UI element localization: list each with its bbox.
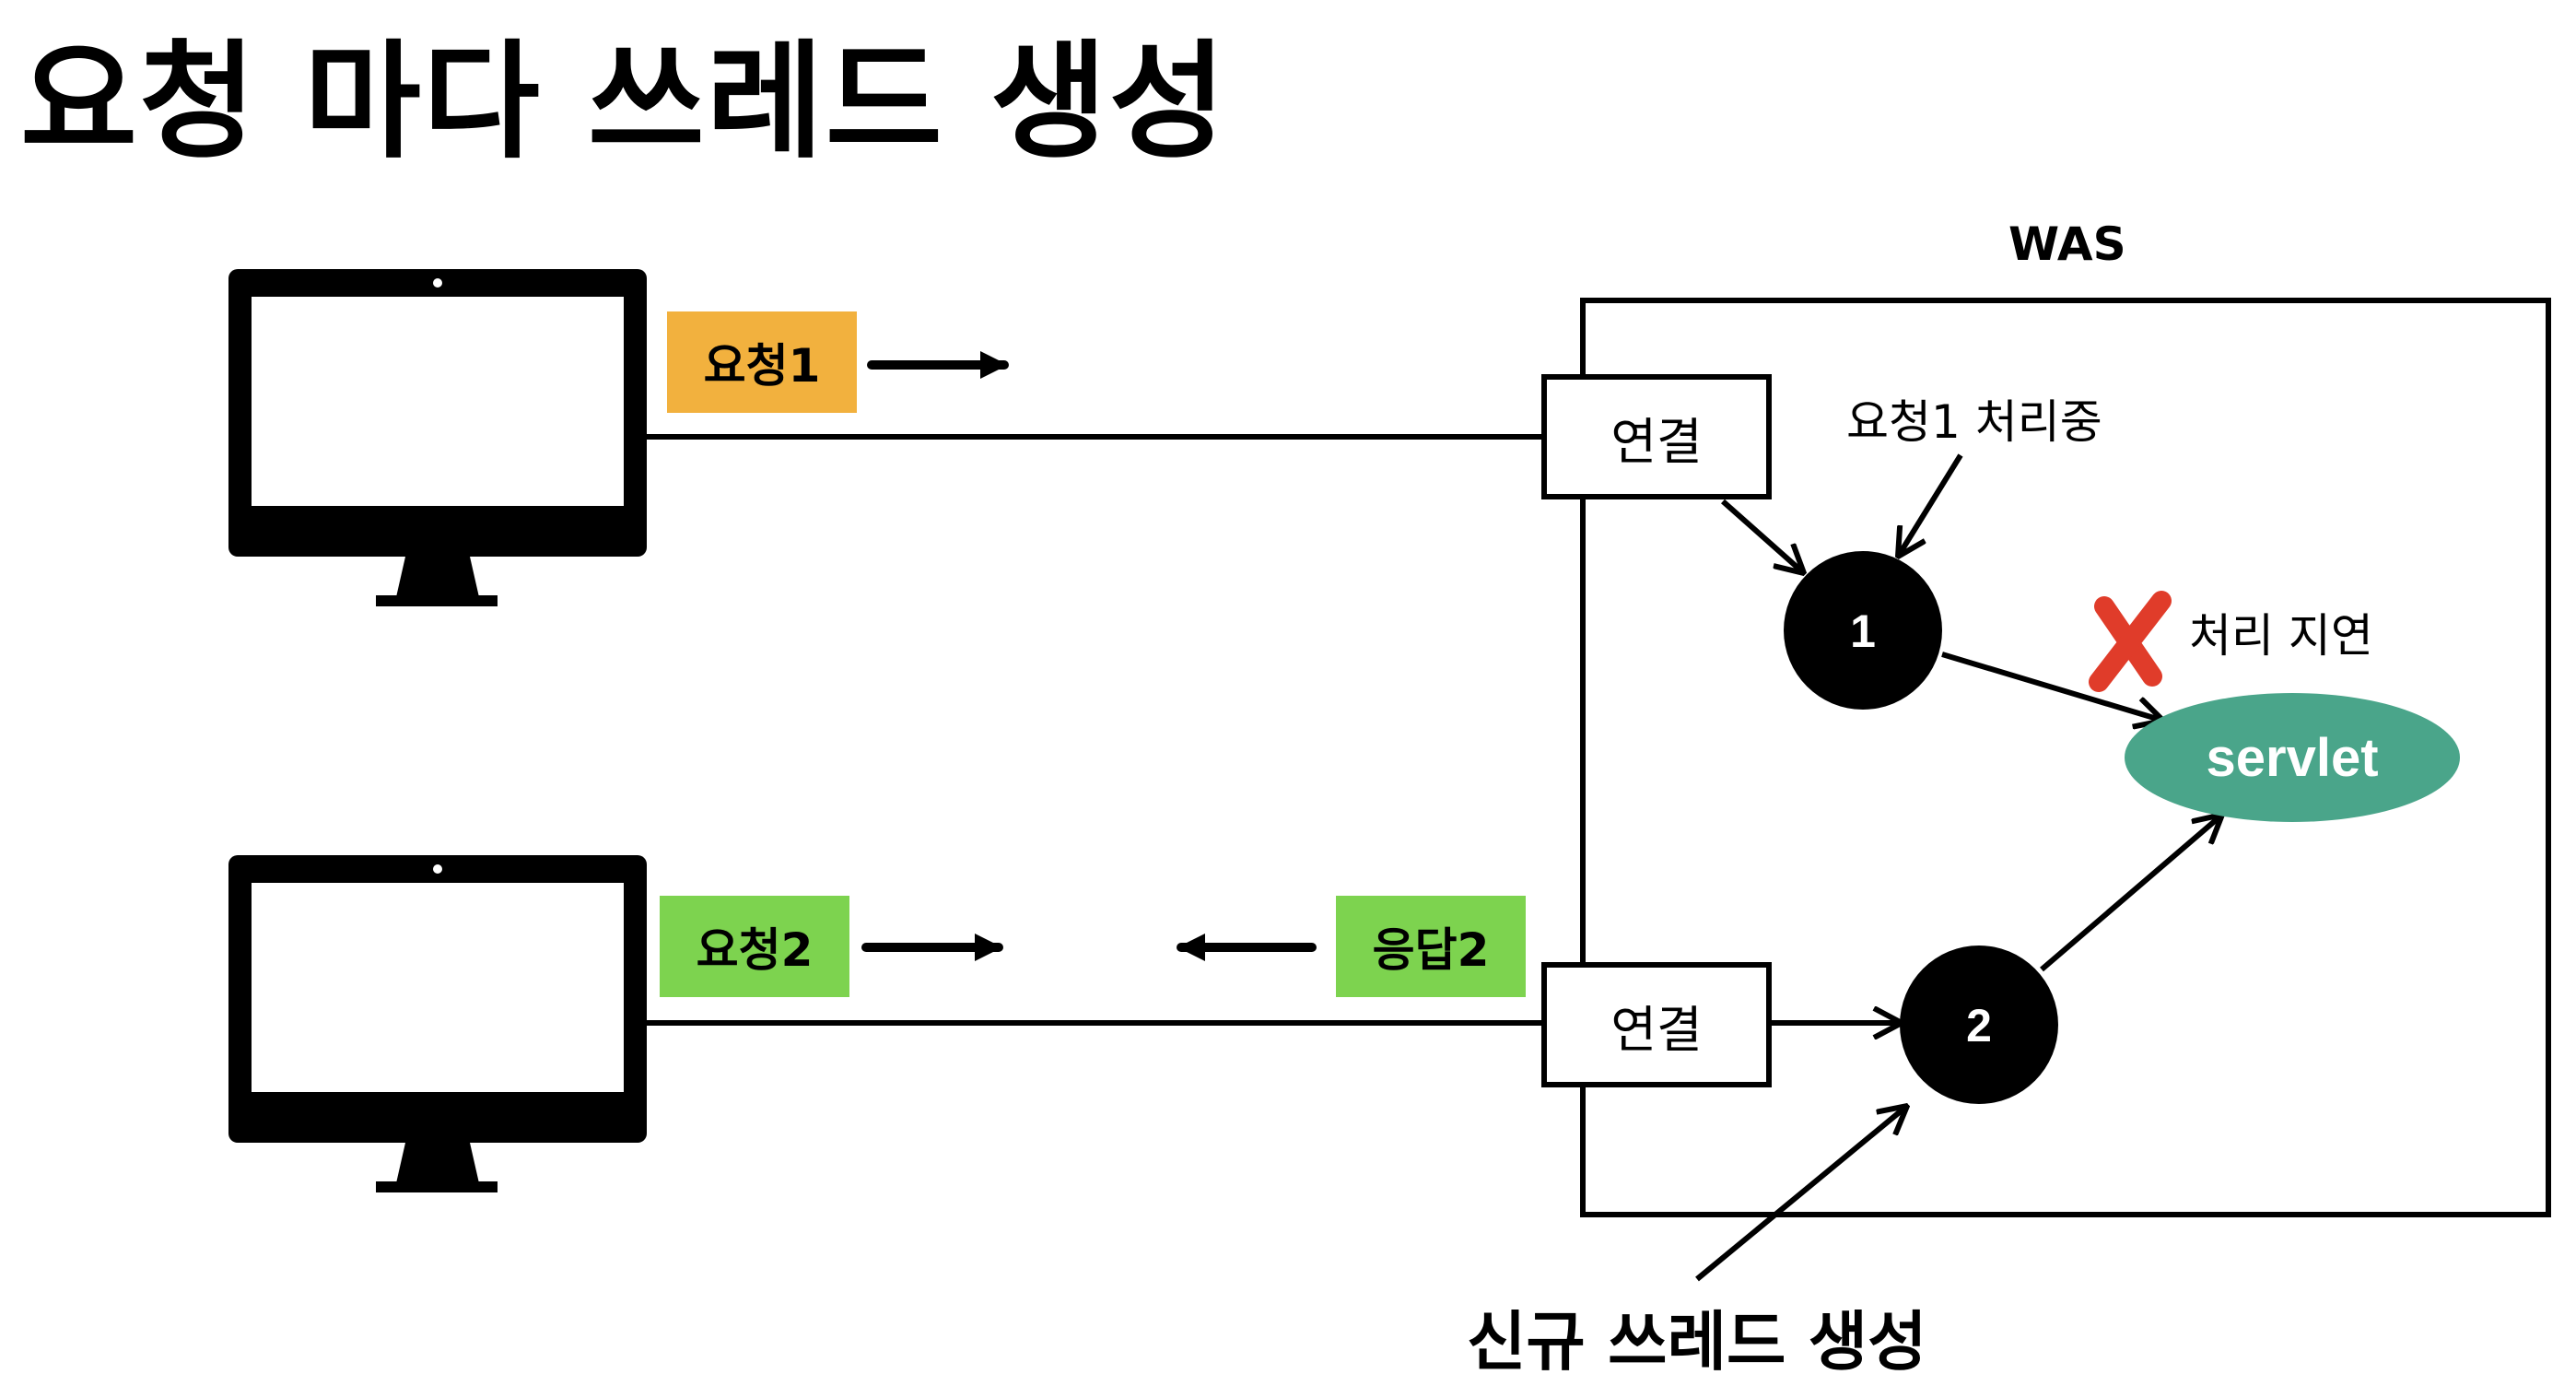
- was-label: WAS: [2008, 217, 2126, 271]
- thread-2-node: [1900, 946, 2058, 1104]
- connection1-to-thread1-arrow: [1721, 499, 1804, 573]
- thread-1-label: 1: [1850, 605, 1876, 657]
- delay-x-mark: [2089, 591, 2172, 692]
- request1-tag: 요청1: [667, 311, 857, 413]
- thread-2-label: 2: [1966, 1000, 1992, 1051]
- thread2-to-servlet-arrow: [2040, 815, 2222, 972]
- connection-box-1: 연결: [1541, 374, 1772, 499]
- delay-note: 처리 지연: [2189, 609, 2373, 663]
- response2-tag: 응답2: [1336, 896, 1526, 997]
- servlet-label: servlet: [2206, 728, 2378, 788]
- page-title: 요청 마다 쓰레드 생성: [20, 28, 1228, 176]
- request2-tag: 요청2: [660, 896, 849, 997]
- client-monitor-1: [228, 269, 647, 606]
- note-to-thread1-arrow: [1898, 453, 1963, 557]
- servlet-node: [2125, 693, 2460, 822]
- thread-1-node: [1784, 551, 1942, 710]
- thread1-processing-note: 요청1 처리중: [1846, 395, 2102, 449]
- connection-box-2: 연결: [1541, 962, 1772, 1087]
- thread1-to-servlet-arrow: [1941, 652, 2163, 721]
- new-thread-note: 신규 쓰레드 생성: [1467, 1304, 1927, 1380]
- was-box: [1580, 298, 2551, 1217]
- client-monitor-2: [228, 855, 647, 1192]
- new-thread-note-arrow: [1695, 1106, 1907, 1282]
